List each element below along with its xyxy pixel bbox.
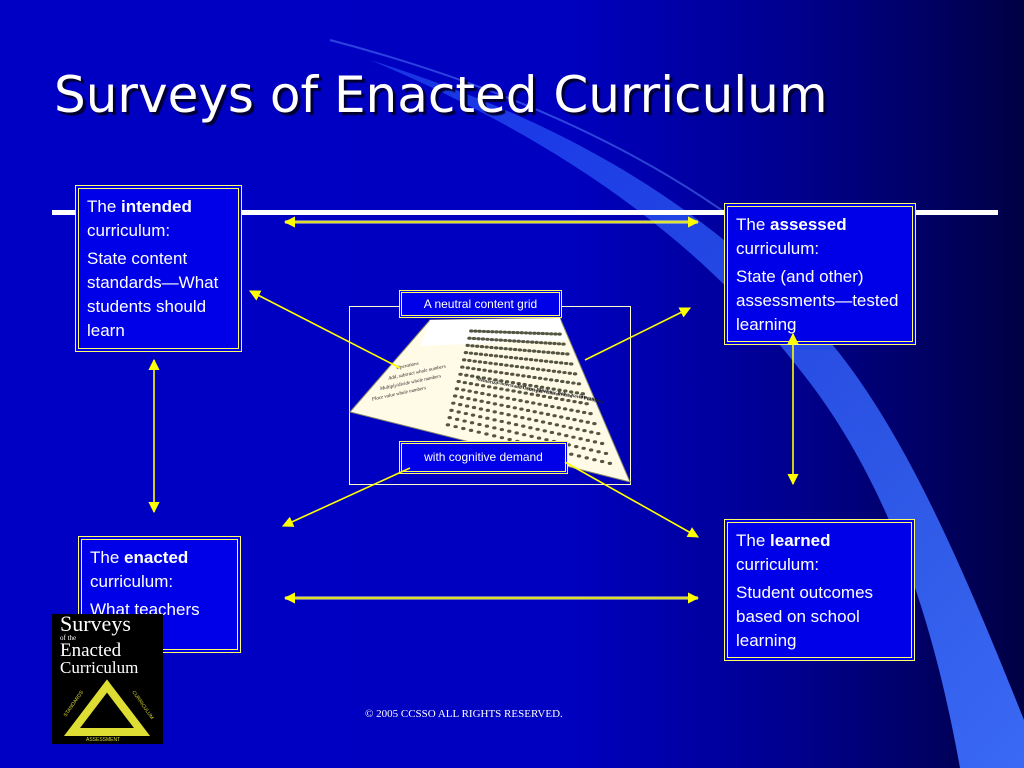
intended-description: State content standards—What students sh…	[87, 249, 219, 340]
sec-logo: Surveys of the Enacted Curriculum STANDA…	[52, 614, 163, 744]
neutral-content-grid-label: A neutral content grid	[399, 290, 562, 318]
learned-heading-post: curriculum:	[736, 555, 820, 574]
logo-line4: Curriculum	[60, 658, 139, 677]
title-rule-left	[52, 210, 76, 215]
intended-keyword: intended	[121, 197, 192, 216]
logo-line2: of the	[60, 634, 77, 642]
intended-curriculum-box: The intended curriculum: State content s…	[75, 185, 242, 352]
cognitive-demand-label: with cognitive demand	[399, 441, 568, 474]
logo-line3: Enacted	[60, 640, 122, 661]
assessed-curriculum-box: The assessed curriculum: State (and othe…	[724, 203, 916, 345]
logo-line1: Surveys	[60, 614, 131, 636]
enacted-keyword: enacted	[124, 548, 189, 567]
learned-description: Student outcomes based on school learnin…	[736, 583, 874, 650]
enacted-heading-post: curriculum:	[90, 572, 174, 591]
intended-heading: The intended curriculum:	[87, 195, 230, 243]
learned-heading-pre: The	[736, 531, 766, 550]
title-rule-right	[916, 210, 998, 215]
learned-keyword: learned	[770, 531, 831, 550]
assessed-heading-post: curriculum:	[736, 239, 820, 258]
assessed-keyword: assessed	[770, 215, 847, 234]
page-title: Surveys of Enacted Curriculum	[54, 66, 828, 124]
assessed-description: State (and other) assessments—tested lea…	[736, 267, 899, 334]
assessed-heading: The assessed curriculum:	[736, 213, 904, 261]
enacted-heading: The enacted curriculum:	[90, 546, 229, 594]
learned-heading: The learned curriculum:	[736, 529, 903, 577]
logo-ring-bottom: ASSESSMENT	[86, 737, 120, 743]
learned-curriculum-box: The learned curriculum: Student outcomes…	[724, 519, 915, 661]
assessed-heading-pre: The	[736, 215, 766, 234]
intended-heading-pre: The	[87, 197, 117, 216]
enacted-heading-pre: The	[90, 548, 120, 567]
logo-triangle-icon: STANDARDS CURRICULUM ASSESSMENT	[63, 679, 155, 743]
intended-heading-post: curriculum:	[87, 221, 171, 240]
title-rule-middle	[242, 210, 724, 215]
copyright-notice: © 2005 CCSSO ALL RIGHTS RESERVED.	[365, 708, 563, 720]
